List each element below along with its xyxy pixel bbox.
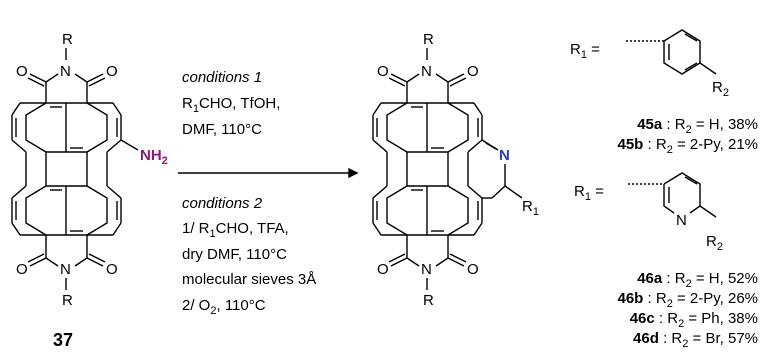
reaction-arrow-head — [348, 167, 359, 179]
reactant-o-3: O — [16, 261, 28, 278]
r1-b-entry-46a: 46a : R2 = H, 52% — [637, 270, 758, 290]
r1-a-label: R1 = — [570, 41, 600, 61]
product-bottom-r: R — [423, 292, 434, 309]
reactant-o-1: O — [16, 63, 28, 80]
r1-b-entry-46c: 46c : R2 = Ph, 38% — [630, 310, 758, 330]
reactant-bottom-r: R — [62, 292, 73, 309]
product-o-1: O — [377, 63, 389, 80]
r1-a-entry-45b: 45b : R2 = 2-Py, 21% — [617, 136, 758, 156]
reactant-o-4: O — [106, 261, 118, 278]
r1-a-entry-45a: 45a : R2 = H, 38% — [637, 116, 758, 136]
reactant-nh2: NH2 — [140, 147, 168, 167]
product-structure: R N O O N R1 — [372, 31, 539, 309]
conditions-1: conditions 1 R1CHO, TfOH, DMF, 110°C — [182, 69, 280, 138]
product-o-2: O — [467, 63, 479, 80]
r1-b-label: R1 = — [574, 183, 604, 203]
conditions-2: conditions 2 1/ R1CHO, TFA, dry DMF, 110… — [182, 195, 316, 317]
conditions-2-line4: 2/ O2, 110°C — [182, 297, 266, 317]
conditions-2-line2: dry DMF, 110°C — [182, 246, 287, 263]
conditions-1-title: conditions 1 — [182, 69, 262, 86]
conditions-1-line2: DMF, 110°C — [182, 121, 262, 138]
reactant-top-r: R — [62, 31, 73, 48]
product-top-r: R — [423, 31, 434, 48]
product-o-3: O — [377, 261, 389, 278]
r1-group-a: R1 = R2 — [570, 29, 729, 99]
reactant-o-2: O — [106, 63, 118, 80]
product-n-ring: N — [499, 147, 510, 164]
reactant-structure: R N O O NH2 — [11, 31, 168, 309]
product-bottom-n: N — [421, 261, 432, 278]
r1-a-r2: R2 — [712, 79, 729, 99]
reactant-label: 37 — [53, 330, 73, 350]
r1-b-entry-46b: 46b : R2 = 2-Py, 26% — [617, 290, 758, 310]
r1-a-entries: 45a : R2 = H, 38%45b : R2 = 2-Py, 21% — [617, 116, 758, 156]
conditions-2-title: conditions 2 — [182, 195, 263, 212]
r1-b-r2: R2 — [706, 233, 723, 253]
r1-b-ring-n: N — [676, 212, 687, 229]
conditions-1-line1: R1CHO, TfOH, — [182, 95, 280, 115]
product-o-4: O — [467, 261, 479, 278]
r1-group-b: R1 = N R2 — [574, 172, 723, 253]
r1-b-entries: 46a : R2 = H, 52%46b : R2 = 2-Py, 26%46c… — [617, 270, 758, 350]
product-r1: R1 — [522, 198, 539, 218]
product-top-n: N — [421, 63, 432, 80]
conditions-2-line3: molecular sieves 3Å — [182, 271, 316, 288]
conditions-2-line1: 1/ R1CHO, TFA, — [182, 220, 289, 240]
reactant-bottom-n: N — [60, 261, 71, 278]
reactant-top-n: N — [60, 63, 71, 80]
r1-b-entry-46d: 46d : R2 = Br, 57% — [633, 330, 758, 350]
